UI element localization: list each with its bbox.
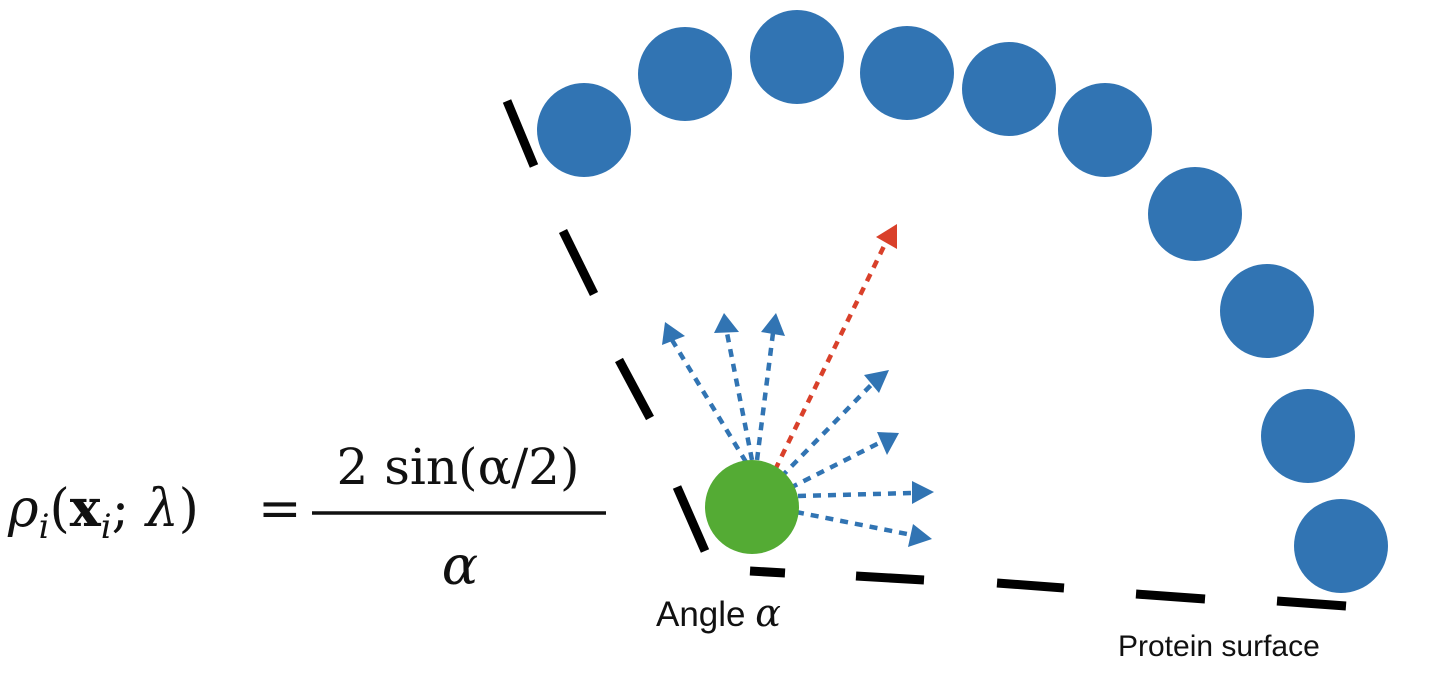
angle-boundary-bottom (749, 566, 1347, 611)
formula-equals: = (258, 479, 302, 539)
ray-blue (662, 322, 748, 464)
ray-blue (795, 509, 932, 547)
angle-boundary-left (502, 99, 710, 553)
boundary-dash (502, 99, 539, 168)
formula-open-paren: ( (49, 479, 69, 539)
formula-x: x (70, 478, 102, 539)
formula-close-paren: ) (179, 479, 199, 539)
formula-lambda: λ (144, 479, 179, 539)
probe-rays (662, 224, 934, 547)
angle-label-text: Angle (656, 595, 755, 634)
ray-blue (788, 432, 899, 491)
ray-blue (714, 313, 755, 461)
angle-label: Angle α (656, 591, 781, 635)
ray-blue (754, 313, 785, 461)
boundary-dash (1135, 589, 1206, 604)
ray-blue (779, 370, 889, 479)
formula-denominator: α (442, 534, 478, 597)
protein-surface-atoms (537, 10, 1388, 593)
formula: ρi(xi; λ) = 2 sin(α/2) α (7, 438, 606, 597)
protein-atom (750, 10, 844, 104)
formula-rho-subscript: i (39, 507, 50, 547)
protein-atom (1294, 499, 1388, 593)
formula-numerator: 2 sin(α/2) (337, 438, 580, 496)
protein-atom (1261, 389, 1355, 483)
formula-lhs: ρi(xi; λ) (7, 478, 199, 547)
boundary-dash (558, 229, 599, 296)
protein-atom (638, 27, 732, 121)
protein-atom (962, 42, 1056, 136)
ray-red (772, 224, 897, 471)
boundary-dash (1276, 596, 1347, 611)
boundary-dash (615, 357, 654, 421)
boundary-dash (996, 578, 1065, 593)
protein-atom (1220, 264, 1314, 358)
probe-atom (705, 460, 799, 554)
ray-blue (797, 481, 934, 504)
formula-x-subscript: i (101, 507, 112, 547)
protein-atom (537, 83, 631, 177)
protein-atom (1058, 83, 1152, 177)
formula-separator: ; (112, 479, 146, 539)
protein-surface-label: Protein surface (1118, 630, 1320, 663)
formula-rho: ρ (7, 479, 39, 539)
angle-label-symbol: α (755, 591, 781, 635)
boundary-dash (672, 485, 710, 553)
boundary-dash (749, 566, 786, 578)
protein-atom (860, 26, 954, 120)
boundary-dash (855, 571, 925, 585)
protein-atom (1148, 167, 1242, 261)
